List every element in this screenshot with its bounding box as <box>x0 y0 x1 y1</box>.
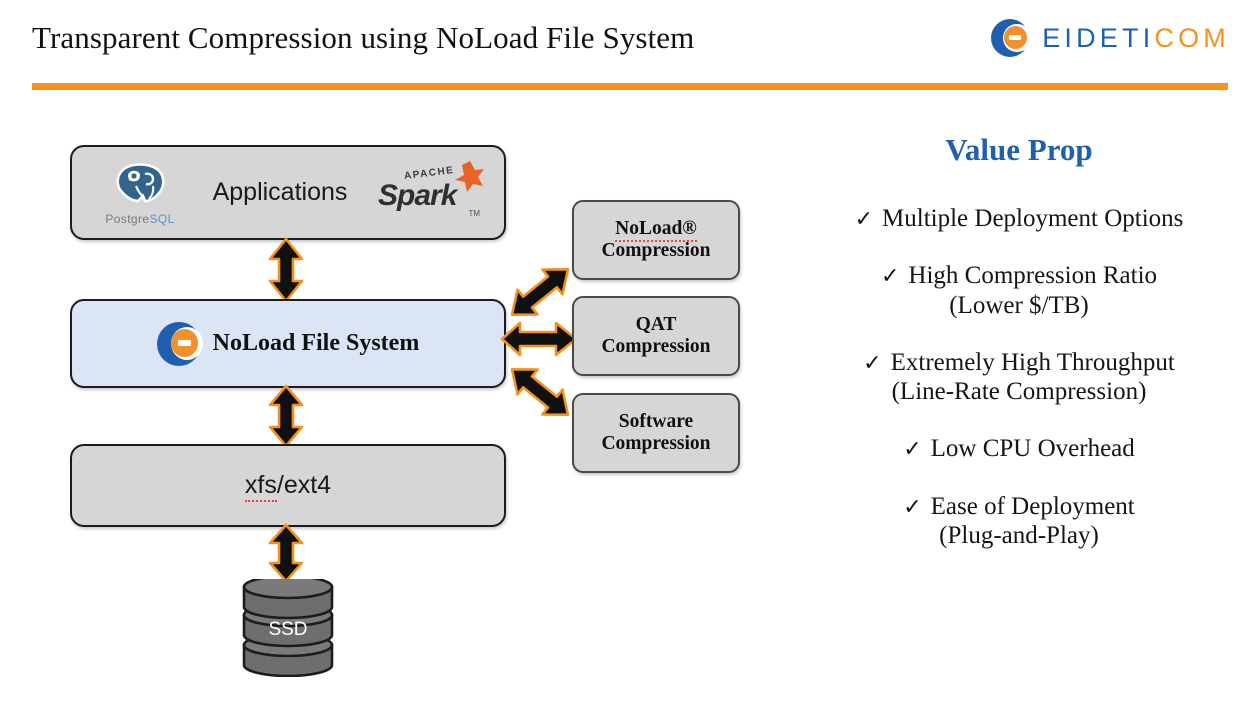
noload-compression-label: NoLoad® Compression <box>597 217 714 263</box>
value-item-text: Ease of Deployment <box>930 492 1135 520</box>
eideticom-mark-icon <box>991 19 1032 57</box>
value-prop-title: Value Prop <box>945 132 1093 167</box>
check-icon: ✓ <box>863 349 882 375</box>
noload-compression-line2: Compression <box>601 240 711 261</box>
applications-label: Applications <box>212 178 348 206</box>
apache-spark-logo-icon: APACHE Spark TM <box>374 160 484 224</box>
qat-compression-label: QAT Compression <box>597 314 714 359</box>
postgresql-wordmark: PostgreSQL <box>94 213 186 225</box>
software-compression-line1: Software <box>618 410 694 432</box>
node-qat-compression[interactable]: QAT Compression <box>572 296 740 376</box>
value-item: ✓ Ease of Deployment (Plug-and-Play) <box>790 492 1248 551</box>
value-item-text: Extremely High Throughput <box>890 348 1175 376</box>
wordmark-orange-part: COM <box>1154 22 1230 53</box>
software-compression-line2: Compression <box>601 433 711 454</box>
noload-fs-label: NoLoad File System <box>212 330 420 356</box>
arrow-filesystem-to-ssd <box>268 523 304 583</box>
qat-compression-line2: Compression <box>601 336 711 357</box>
filesystem-label: xfs/ext4 <box>244 471 332 502</box>
value-item: ✓ Extremely High Throughput (Line-Rate Co… <box>790 348 1248 407</box>
filesystem-label-underlined: xfs <box>244 471 277 502</box>
check-icon: ✓ <box>903 436 922 462</box>
value-item-text: High Compression Ratio <box>908 262 1158 290</box>
filesystem-label-rest: /ext4 <box>276 471 332 499</box>
page-title: Transparent Compression using NoLoad Fil… <box>32 20 695 55</box>
spark-star-icon <box>455 160 484 192</box>
ssd-storage-icon[interactable]: SSD <box>236 574 340 678</box>
software-compression-label: Software Compression <box>597 411 714 456</box>
arrow-noload-fs-to-noload-compression <box>510 268 570 316</box>
arrow-noload-fs-to-filesystem <box>268 384 304 448</box>
node-noload-compression[interactable]: NoLoad® Compression <box>572 200 740 280</box>
check-icon: ✓ <box>880 263 900 289</box>
architecture-diagram: PostgreSQL Applications APACHE Spark TM … <box>0 92 790 714</box>
wordmark-blue-part: EIDETI <box>1042 22 1155 53</box>
value-item: ✓ Low CPU Overhead <box>790 434 1248 463</box>
postgresql-logo-icon: PostgreSQL <box>94 160 186 226</box>
ssd-cylinder-shape <box>242 574 334 678</box>
eideticom-logo: EIDETICOM <box>991 18 1230 58</box>
value-prop-list: ✓ Multiple Deployment Options ✓ High Compr… <box>790 204 1248 578</box>
value-item-text: Low CPU Overhead <box>930 435 1135 463</box>
noload-compression-line1: NoLoad® <box>615 217 697 242</box>
eideticom-wordmark: EIDETICOM <box>1042 22 1230 53</box>
spark-wordmark: Spark <box>378 178 457 212</box>
node-software-compression[interactable]: Software Compression <box>572 393 740 473</box>
node-filesystem-xfs-ext4[interactable]: xfs/ext4 <box>70 444 506 527</box>
value-item-subtext: (Line-Rate Compression) <box>891 378 1147 405</box>
value-item-subtext: (Plug-and-Play) <box>939 521 1099 549</box>
header-divider-rule <box>32 83 1228 90</box>
check-icon: ✓ <box>854 206 874 231</box>
value-item-subtext: (Lower $/TB) <box>949 291 1089 319</box>
value-prop-panel: Value Prop ✓ Multiple Deployment Options … <box>790 92 1248 714</box>
value-item-text: Multiple Deployment Options <box>882 205 1184 232</box>
node-applications[interactable]: PostgreSQL Applications APACHE Spark TM <box>70 145 506 240</box>
arrow-applications-to-noload-fs <box>268 237 304 303</box>
slide-header: Transparent Compression using NoLoad Fil… <box>0 0 1248 92</box>
postgres-word-grey: Postgre <box>105 211 150 226</box>
postgres-word-blue: SQL <box>149 211 175 226</box>
noload-fs-logo-icon <box>156 321 204 366</box>
postgres-elephant-icon <box>116 162 165 202</box>
spark-tm-mark: TM <box>468 208 480 218</box>
value-item: ✓ High Compression Ratio (Lower $/TB) <box>790 261 1248 320</box>
check-icon: ✓ <box>903 493 922 519</box>
applications-row: PostgreSQL Applications APACHE Spark TM <box>72 160 504 226</box>
node-noload-file-system[interactable]: NoLoad File System <box>70 299 506 388</box>
logo-bar-shape <box>177 340 191 347</box>
value-item: ✓ Multiple Deployment Options <box>790 204 1248 233</box>
qat-compression-line1: QAT <box>635 313 677 335</box>
logo-bar-shape <box>1009 35 1021 41</box>
arrow-noload-fs-to-software-compression <box>510 368 570 416</box>
